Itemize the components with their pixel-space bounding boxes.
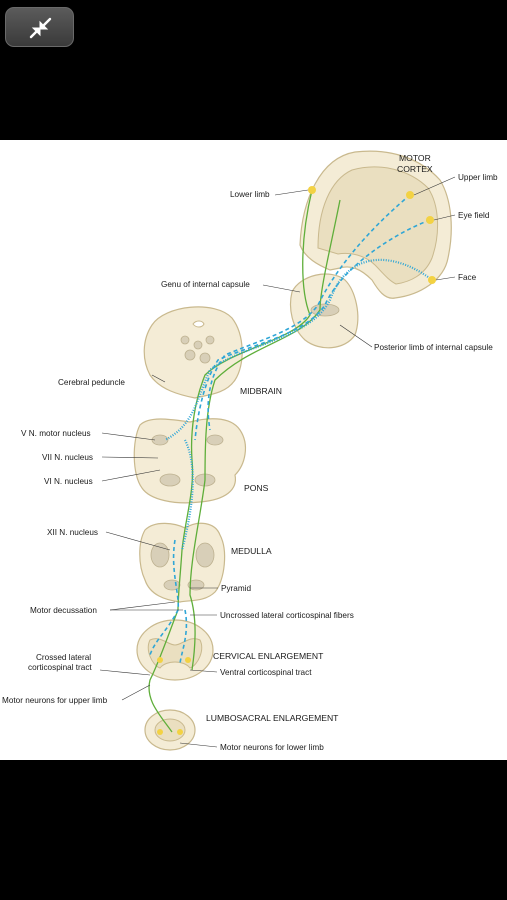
label-lower-limb: Lower limb <box>230 190 270 199</box>
label-motor-neurons-lower: Motor neurons for lower limb <box>220 743 324 752</box>
internal-capsule-slice <box>289 273 359 349</box>
collapse-arrows-icon <box>29 17 52 39</box>
label-cervical: CERVICAL ENLARGEMENT <box>213 651 324 661</box>
label-motor-decussation: Motor decussation <box>30 606 97 615</box>
label-ventral-tract: Ventral corticospinal tract <box>220 668 312 677</box>
label-medulla: MEDULLA <box>231 546 272 556</box>
label-motor-cortex-2: CORTEX <box>397 164 433 174</box>
label-lumbosacral: LUMBOSACRAL ENLARGEMENT <box>206 713 339 723</box>
corticospinal-diagram: MOTOR CORTEX Upper limb Lower limb Eye f… <box>0 140 507 760</box>
label-crossed-lateral-2: corticospinal tract <box>28 663 92 672</box>
label-pons: PONS <box>244 483 269 493</box>
label-midbrain: MIDBRAIN <box>240 386 282 396</box>
leader-lines <box>99 176 456 748</box>
cortex-points <box>157 186 436 735</box>
label-v-nucleus: V N. motor nucleus <box>21 429 91 438</box>
label-cerebral-peduncle: Cerebral peduncle <box>58 378 125 387</box>
label-face: Face <box>458 273 477 282</box>
label-eye-field: Eye field <box>458 211 490 220</box>
label-vi-nucleus: VI N. nucleus <box>44 477 93 486</box>
label-xii-nucleus: XII N. nucleus <box>47 528 98 537</box>
medulla-slice <box>139 522 226 603</box>
label-crossed-lateral: Crossed lateral <box>36 653 91 662</box>
label-posterior-limb: Posterior limb of internal capsule <box>374 343 493 352</box>
pons-slice <box>133 418 247 504</box>
collapse-button[interactable] <box>5 7 74 47</box>
label-pyramid: Pyramid <box>221 584 251 593</box>
label-upper-limb: Upper limb <box>458 173 498 182</box>
midbrain-slice <box>143 306 243 399</box>
label-genu: Genu of internal capsule <box>161 280 250 289</box>
label-vii-nucleus: VII N. nucleus <box>42 453 93 462</box>
label-uncrossed-lateral: Uncrossed lateral corticospinal fibers <box>220 611 354 620</box>
label-motor-cortex: MOTOR <box>399 153 431 163</box>
label-motor-neurons-upper: Motor neurons for upper limb <box>2 696 108 705</box>
